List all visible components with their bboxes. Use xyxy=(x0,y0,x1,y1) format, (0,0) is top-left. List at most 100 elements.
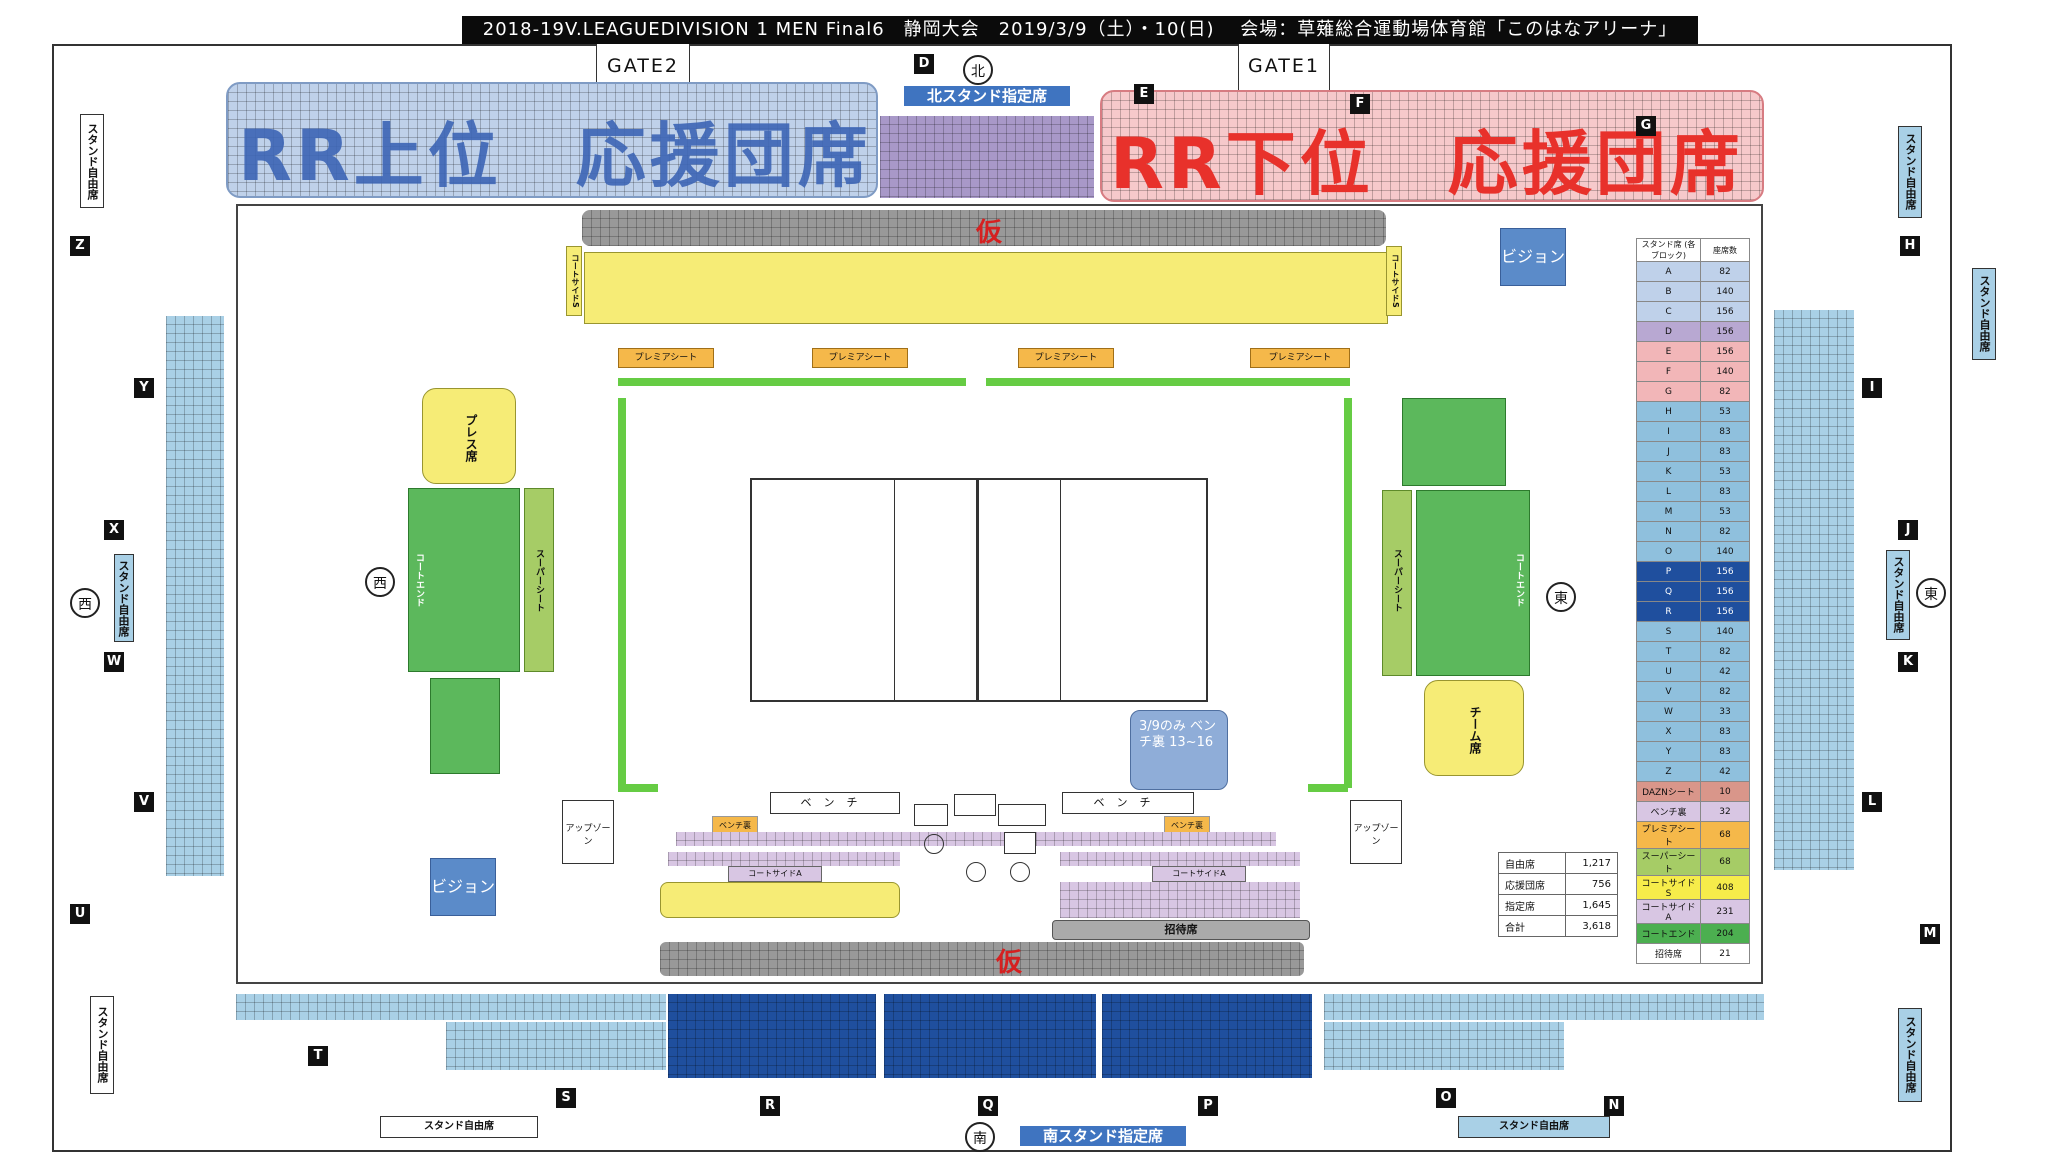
east-stand-blocks[interactable] xyxy=(1774,310,1854,870)
block-count-cell: 53 xyxy=(1700,461,1750,482)
free-stand-ne-box xyxy=(1898,126,1922,218)
court-end-east-label: コートエンド xyxy=(1514,553,1524,607)
arena-frame xyxy=(52,44,1952,1152)
block-count-cell: 156 xyxy=(1700,601,1750,622)
provisional-seats-south[interactable] xyxy=(660,942,1304,976)
court-end-east[interactable] xyxy=(1416,490,1530,676)
super-seat-east[interactable] xyxy=(1382,490,1412,676)
block-name-cell: Y xyxy=(1636,741,1701,762)
totals-label: 自由席 xyxy=(1498,852,1566,874)
provisional-label-north: 仮 xyxy=(976,218,1003,248)
totals-label: 合計 xyxy=(1498,915,1566,937)
press-area[interactable] xyxy=(422,388,516,484)
south-stand-block-s[interactable] xyxy=(446,1022,666,1070)
block-count-cell: 156 xyxy=(1700,321,1750,342)
block-count-cell: 10 xyxy=(1700,781,1750,802)
block-name-cell: X xyxy=(1636,721,1701,742)
block-name-cell: U xyxy=(1636,661,1701,682)
west-stand-blocks[interactable] xyxy=(166,316,224,876)
totals-label: 応援団席 xyxy=(1498,873,1566,895)
south-stand-block-n[interactable] xyxy=(1324,1022,1564,1070)
south-stand-block-q[interactable] xyxy=(884,994,1096,1078)
rr-upper-cheer-zone[interactable] xyxy=(226,82,878,198)
provisional-seats-north[interactable] xyxy=(582,210,1386,246)
block-letter-i: I xyxy=(1862,378,1882,398)
scorer-circle xyxy=(924,834,944,854)
block-letter-k: K xyxy=(1898,652,1918,672)
bench-back-row[interactable] xyxy=(676,832,1276,846)
barrier-east xyxy=(1344,398,1352,788)
premium-seat-3[interactable]: プレミアシート xyxy=(1018,348,1114,368)
invite-seat[interactable]: 招待席 xyxy=(1052,920,1310,940)
free-stand-sw-label: スタンド自由席 xyxy=(96,1005,109,1083)
block-count-cell: 204 xyxy=(1700,923,1750,944)
block-count-cell: 140 xyxy=(1700,621,1750,642)
block-count-cell: 82 xyxy=(1700,681,1750,702)
court-end-east-north[interactable] xyxy=(1402,398,1506,486)
block-name-cell: DAZNシート xyxy=(1636,781,1701,802)
block-letter-v: V xyxy=(134,792,154,812)
super-seat-west[interactable] xyxy=(524,488,554,672)
north-stand-block-d[interactable] xyxy=(880,116,1094,198)
block-count-cell: 231 xyxy=(1700,899,1750,924)
rr-upper-label: RR上位 応援団席 xyxy=(238,115,872,197)
block-letter-u: U xyxy=(70,904,90,924)
block-count-cell: 83 xyxy=(1700,721,1750,742)
block-name-cell: 招待席 xyxy=(1636,943,1701,964)
if-desk xyxy=(954,794,996,816)
block-name-cell: H xyxy=(1636,401,1701,422)
court-end-west[interactable] xyxy=(408,488,520,672)
block-count-cell: 82 xyxy=(1700,261,1750,282)
south-stand-block-r[interactable] xyxy=(668,994,876,1078)
barrier-north-east xyxy=(986,378,1350,386)
south-stand-label: 南スタンド指定席 xyxy=(1020,1126,1186,1146)
block-name-cell: I xyxy=(1636,421,1701,442)
block-letter-j: J xyxy=(1898,520,1918,540)
block-count-cell: 83 xyxy=(1700,441,1750,462)
compass-east-inner: 東 xyxy=(1546,582,1576,612)
courtside-a-south-east[interactable] xyxy=(1060,882,1300,918)
court-end-west-south[interactable] xyxy=(430,678,500,774)
compass-north: 北 xyxy=(963,55,993,85)
south-stand-block-t[interactable] xyxy=(236,994,666,1020)
courtside-a-row1-east[interactable] xyxy=(1060,852,1300,866)
block-letter-r: R xyxy=(760,1096,780,1116)
premium-seat-1[interactable]: プレミアシート xyxy=(618,348,714,368)
compass-west: 西 xyxy=(70,588,100,618)
rr-lower-cheer-zone[interactable] xyxy=(1100,90,1764,202)
block-name-cell: プレミアシート xyxy=(1636,821,1701,849)
premium-seat-4[interactable]: プレミアシート xyxy=(1250,348,1350,368)
block-count-cell: 156 xyxy=(1700,581,1750,602)
block-name-cell: コートエンド xyxy=(1636,923,1701,944)
barrier-south-east xyxy=(1308,784,1348,792)
block-count-cell: 42 xyxy=(1700,661,1750,682)
court-net xyxy=(976,478,979,702)
south-stand-block-p[interactable] xyxy=(1102,994,1312,1078)
vision-screen-south: ビジョン xyxy=(430,858,496,916)
block-count-cell: 156 xyxy=(1700,341,1750,362)
courtside-s-north[interactable] xyxy=(584,252,1388,324)
south-stand-block-o[interactable] xyxy=(1324,994,1764,1020)
block-letter-g: G xyxy=(1636,116,1656,136)
premium-seat-2[interactable]: プレミアシート xyxy=(812,348,908,368)
totals-value: 1,217 xyxy=(1564,852,1619,874)
courtside-a-row1-west[interactable] xyxy=(668,852,900,866)
team-seat-area[interactable] xyxy=(1424,680,1524,776)
gate-1[interactable]: GATE1 xyxy=(1238,44,1330,95)
courtside-s-south-west[interactable] xyxy=(660,882,900,918)
